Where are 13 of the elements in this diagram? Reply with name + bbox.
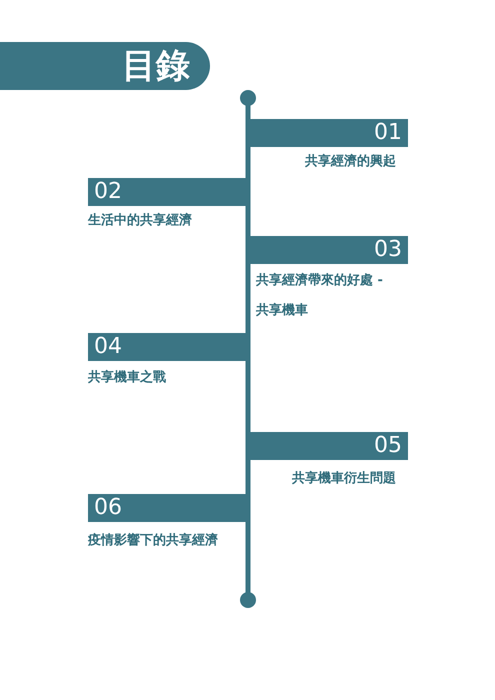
section-title: 生活中的共享經濟 [88, 212, 192, 230]
section-title: 共享機車之戰 [88, 368, 166, 387]
section-title: 共享經濟的興起 [304, 152, 396, 171]
section-number-bar: 06 [88, 494, 248, 522]
section-number-bar: 02 [88, 178, 248, 206]
section-number-bar: 03 [248, 236, 408, 264]
title-banner: 目錄 [0, 42, 210, 90]
section-title: 疫情影響下的共享經濟 [88, 532, 218, 550]
section-title: 共享經濟帶來的好處 -共享機車 [256, 272, 384, 320]
section-number-bar: 05 [248, 432, 408, 460]
section-number-bar: 01 [248, 119, 408, 147]
section-title: 共享機車衍生問題 [291, 470, 396, 488]
section-number-bar: 04 [88, 333, 248, 361]
